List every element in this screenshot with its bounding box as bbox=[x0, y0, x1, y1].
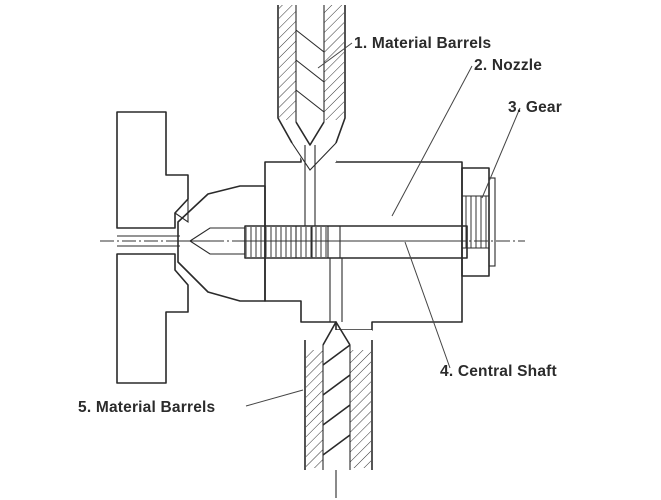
bottom-material-barrel bbox=[304, 258, 373, 498]
gear bbox=[461, 167, 496, 277]
label-gear: 3. Gear bbox=[508, 99, 562, 116]
top-material-barrel bbox=[277, 5, 346, 226]
label-material-barrels-bottom: 5. Material Barrels bbox=[78, 399, 215, 416]
label-material-barrels-top: 1. Material Barrels bbox=[354, 35, 491, 52]
mould-plate bbox=[116, 111, 189, 384]
central-shaft bbox=[244, 225, 468, 259]
label-central-shaft: 4. Central Shaft bbox=[440, 363, 557, 380]
label-nozzle: 2. Nozzle bbox=[474, 57, 542, 74]
leader-lines bbox=[245, 42, 521, 407]
